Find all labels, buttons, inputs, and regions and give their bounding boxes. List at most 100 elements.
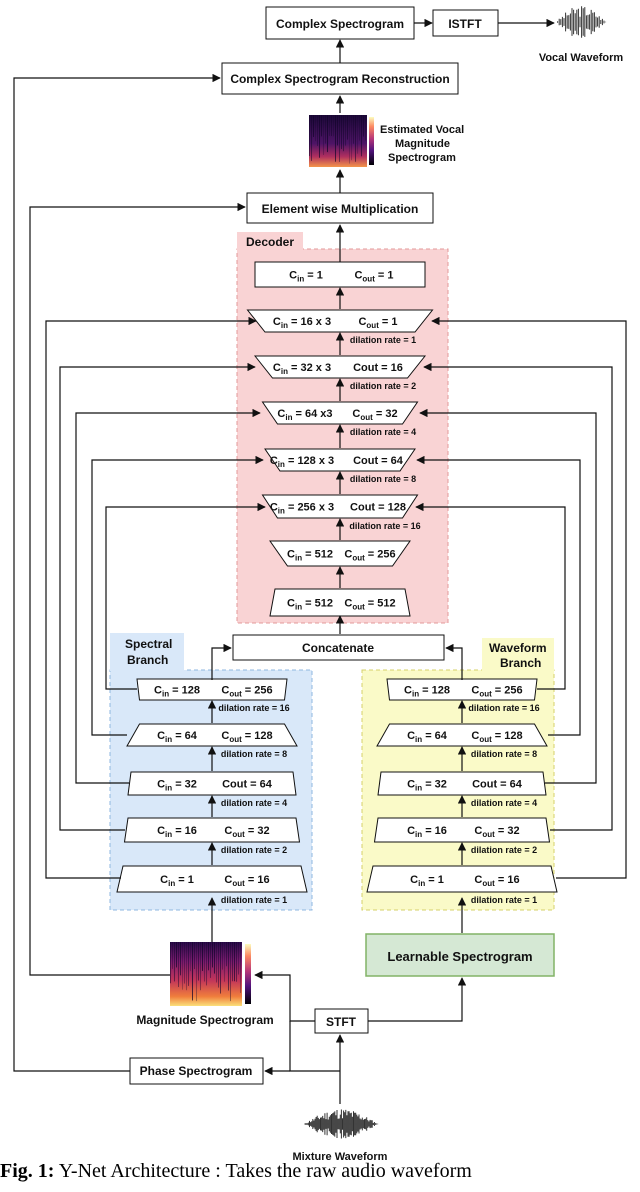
spectral-layer-2: Cin = 32 Cout = 64 dilation rate = 4 [127, 771, 297, 808]
estimated-vocal-label-line3: Spectrogram [388, 152, 456, 164]
spectral-layer-0-cin: Cin = 128 [154, 685, 200, 699]
decoder-layer-1-cout: Cout = 1 [358, 316, 397, 330]
reconstruction-label: Complex Spectrogram Reconstruction [230, 72, 449, 86]
decoder-layer-1-cin: Cin = 16 x 3 [273, 316, 331, 330]
spectral-layer-4-dilation: dilation rate = 1 [221, 895, 287, 905]
waveform-layer-3: Cin = 16 Cout = 32 dilation rate = 2 [373, 817, 551, 855]
decoder-layer-7-cin: Cin = 512 [287, 598, 333, 612]
waveform-layer-3-dilation: dilation rate = 2 [471, 845, 537, 855]
phase-spectrogram-label: Phase Spectrogram [140, 1064, 253, 1078]
spectral-layer-0: Cin = 128 Cout = 256 dilation rate = 16 [136, 678, 290, 713]
decoder-layer-6: Cin = 512 Cout = 256 [269, 540, 411, 567]
mixture-waveform-icon [304, 1109, 379, 1139]
waveform-layer-3-cin: Cin = 16 [407, 825, 447, 839]
decoder-layer-2-dilation: dilation rate = 2 [350, 381, 416, 391]
spectral-layer-2-cout: Cout = 64 [222, 779, 273, 791]
waveform-branch-title-tab [482, 638, 554, 672]
decoder-layer-7: Cin = 512 Cout = 512 [269, 588, 411, 617]
spectral-branch-title-tab [110, 633, 184, 671]
waveform-layer-0-dilation: dilation rate = 16 [468, 703, 539, 713]
spectral-layer-4-cout: Cout = 16 [224, 874, 269, 888]
spectral-branch-title-line1: Spectral [125, 637, 172, 651]
decoder-layer-5-dilation: dilation rate = 16 [349, 521, 420, 531]
decoder-layer-5-cout: Cout = 128 [350, 502, 406, 514]
estimated-vocal-spectrogram-image [309, 115, 374, 167]
decoder-layer-0-cin: Cin = 1 [289, 270, 323, 284]
spectral-layer-2-dilation: dilation rate = 4 [221, 798, 287, 808]
spectral-layer-0-cout: Cout = 256 [221, 685, 272, 699]
phase-spectrogram-box [129, 1057, 264, 1085]
decoder-layer-1: Cin = 16 x 3 Cout = 1 dilation rate = 1 [246, 309, 434, 345]
figure-caption: Fig. 1: Y-Net Architecture : Takes the r… [0, 1160, 640, 1183]
estimated-vocal-label-line1: Estimated Vocal [380, 124, 464, 136]
spectral-layer-0-dilation: dilation rate = 16 [218, 703, 289, 713]
istft-label: ISTFT [448, 17, 482, 31]
decoder-layer-4-cout: Cout = 64 [353, 455, 404, 467]
learnable-spectrogram-label: Learnable Spectrogram [387, 949, 532, 964]
waveform-layer-2-cout: Cout = 64 [472, 779, 523, 791]
decoder-layer-2-cin: Cin = 32 x 3 [273, 362, 331, 376]
waveform-layer-1-dilation: dilation rate = 8 [471, 749, 537, 759]
waveform-layer-2-cin: Cin = 32 [407, 779, 447, 793]
estimated-vocal-label-line2: Magnitude [395, 138, 450, 150]
waveform-layer-1-cin: Cin = 64 [407, 730, 448, 744]
waveform-layer-0: Cin = 128 Cout = 256 dilation rate = 16 [386, 678, 540, 713]
waveform-layer-4-cin: Cin = 1 [410, 874, 444, 888]
decoder-layer-2: Cin = 32 x 3 Cout = 16 dilation rate = 2 [253, 355, 427, 391]
vocal-waveform-label: Vocal Waveform [539, 52, 624, 64]
waveform-layer-2-dilation: dilation rate = 4 [471, 798, 537, 808]
waveform-branch-title-line2: Branch [500, 656, 541, 670]
reconstruction-box [221, 62, 459, 95]
decoder-layer-2-cout: Cout = 16 [353, 362, 403, 374]
vocal-waveform-icon [557, 6, 607, 38]
mixture-waveform-label: Mixture Waveform [293, 1151, 388, 1163]
learnable-spectrogram-box [365, 933, 555, 977]
spectral-layer-4-cin: Cin = 1 [160, 874, 194, 888]
decoder-layer-3-dilation: dilation rate = 4 [350, 427, 416, 437]
magnitude-spectrogram-label: Magnitude Spectrogram [136, 1013, 273, 1027]
figure-caption-text: Y-Net Architecture : Takes the raw audio… [58, 1160, 472, 1182]
element-wise-label: Element wise Multiplication [262, 202, 419, 216]
waveform-layer-1: Cin = 64 Cout = 128 dilation rate = 8 [376, 723, 548, 759]
spectral-layer-1-dilation: dilation rate = 8 [221, 749, 287, 759]
spectral-layer-3-dilation: dilation rate = 2 [221, 845, 287, 855]
element-wise-box [246, 192, 434, 224]
spectral-layer-2-cin: Cin = 32 [157, 779, 197, 793]
decoder-title-tab [237, 232, 303, 250]
decoder-layer-6-cout: Cout = 256 [344, 549, 395, 563]
decoder-region [236, 248, 449, 624]
figure-caption-label: Fig. 1: [0, 1160, 55, 1182]
waveform-layer-0-cout: Cout = 256 [471, 685, 522, 699]
waveform-layer-3-cout: Cout = 32 [474, 825, 519, 839]
decoder-layer-0-cout: Cout = 1 [354, 270, 393, 284]
decoder-layer-3-cout: Cout = 32 [352, 408, 397, 422]
waveform-layer-2: Cin = 32 Cout = 64 dilation rate = 4 [377, 771, 547, 808]
decoder-layer-5: Cin = 256 x 3 Cout = 128 dilation rate = 1… [261, 494, 421, 531]
decoder-layer-5-cin: Cin = 256 x 3 [270, 502, 334, 516]
spectral-layer-1-cin: Cin = 64 [157, 730, 198, 744]
concatenate-box [232, 634, 445, 661]
magnitude-spectrogram-image [170, 942, 251, 1006]
waveform-layer-0-cin: Cin = 128 [404, 685, 450, 699]
waveform-layer-4-dilation: dilation rate = 1 [471, 895, 537, 905]
complex-spectrogram-label: Complex Spectrogram [276, 17, 404, 31]
decoder-layer-4-cin: Cin = 128 x 3 [270, 455, 334, 469]
decoder-layer-1-dilation: dilation rate = 1 [350, 335, 416, 345]
decoder-title: Decoder [246, 235, 294, 249]
waveform-layer-4: Cin = 1 Cout = 16 dilation rate = 1 [366, 865, 558, 905]
decoder-layer-7-cout: Cout = 512 [344, 598, 395, 612]
decoder-layer-4: Cin = 128 x 3 Cout = 64 dilation rate = 8 [264, 448, 416, 484]
stft-label: STFT [326, 1015, 357, 1029]
spectral-layer-4: Cin = 1 Cout = 16 dilation rate = 1 [116, 865, 308, 905]
decoder-layer-0: Cin = 1 Cout = 1 [254, 261, 426, 288]
decoder-layer-4-dilation: dilation rate = 8 [350, 474, 416, 484]
decoder-layer-6-cin: Cin = 512 [287, 549, 333, 563]
waveform-layer-4-cout: Cout = 16 [474, 874, 519, 888]
waveform-layer-1-cout: Cout = 128 [471, 730, 522, 744]
complex-spectrogram-box [265, 6, 415, 40]
spectral-layer-3-cin: Cin = 16 [157, 825, 197, 839]
